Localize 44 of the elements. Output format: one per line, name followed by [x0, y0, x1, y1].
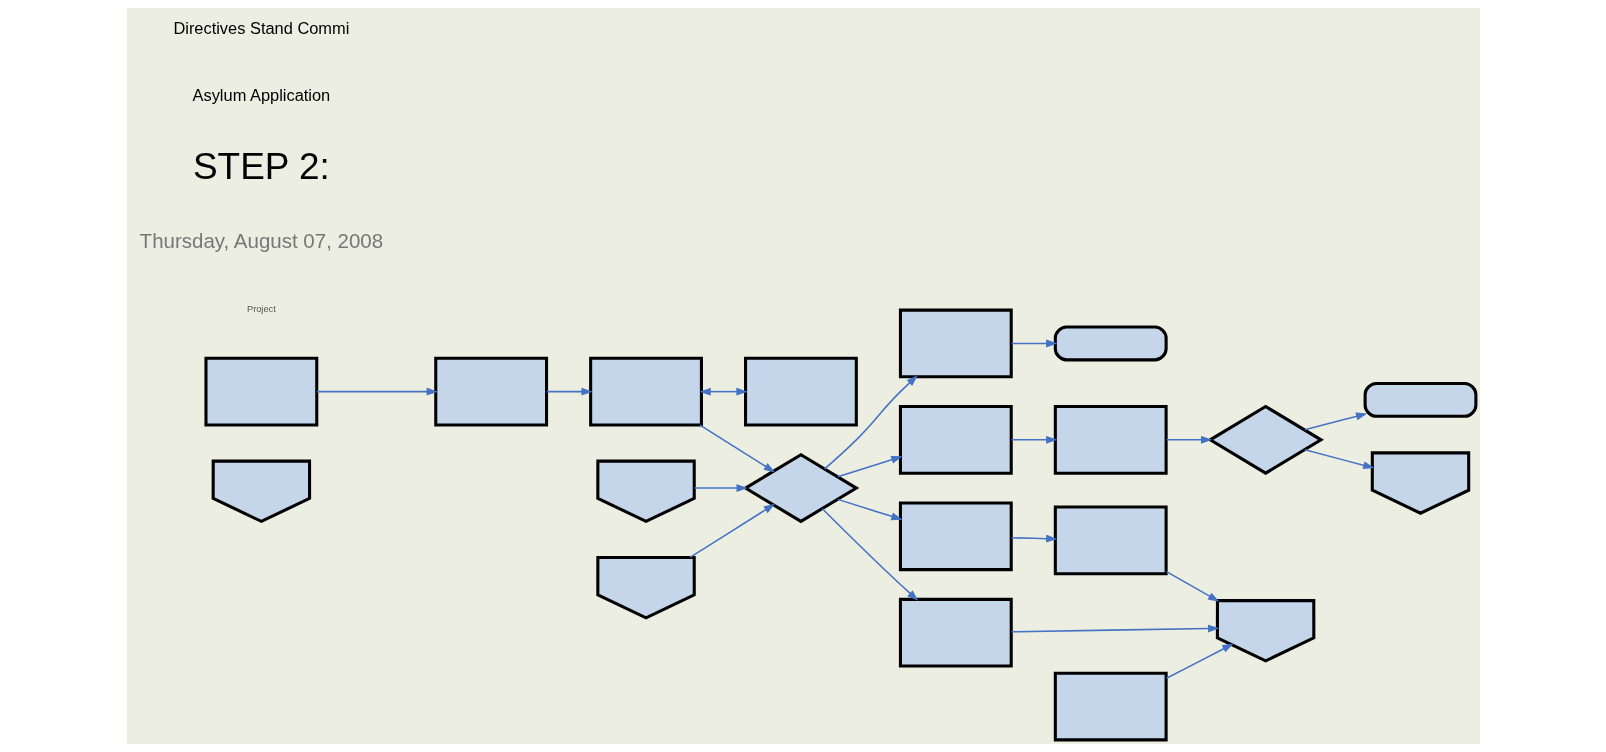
arrow — [836, 498, 903, 521]
node-box — [203, 356, 318, 427]
node-box — [898, 308, 1013, 379]
arrow — [823, 375, 918, 470]
label: STEP 2: — [192, 146, 330, 188]
node-box — [1053, 671, 1168, 742]
node-box — [898, 404, 1013, 475]
arrow — [1010, 435, 1057, 444]
arrow — [1165, 435, 1212, 444]
arrow — [1165, 643, 1234, 680]
node-pentagon — [1215, 599, 1315, 663]
label: Project — [246, 303, 276, 314]
node-box — [898, 597, 1013, 668]
node-box — [588, 356, 703, 427]
arrow — [699, 387, 748, 396]
arrow — [1165, 570, 1219, 602]
label: Directives Stand Commi — [172, 19, 349, 38]
node-box — [1053, 404, 1168, 475]
node-oval — [1053, 325, 1168, 362]
arrow — [836, 455, 903, 478]
label: Asylum Application — [192, 86, 330, 105]
arrow — [1010, 534, 1057, 543]
node-pentagon — [595, 459, 696, 524]
arrow — [693, 484, 748, 493]
node-box — [898, 501, 1013, 572]
arrow — [698, 424, 775, 473]
node-box — [743, 356, 858, 427]
arrow — [545, 387, 593, 396]
arrow — [1303, 449, 1374, 470]
arrow — [1010, 339, 1057, 348]
node-diamond — [742, 452, 859, 524]
label: Thursday, August 07, 2008 — [139, 229, 383, 253]
arrow — [688, 503, 775, 559]
arrow — [1303, 412, 1367, 431]
node-diamond — [1206, 404, 1324, 475]
node-oval — [1363, 381, 1477, 418]
node-pentagon — [211, 459, 311, 524]
arrow — [821, 507, 918, 601]
node-pentagon — [1370, 451, 1470, 515]
arrow — [1010, 624, 1219, 633]
node-box — [1053, 505, 1168, 576]
node-box — [433, 356, 548, 427]
arrow — [315, 387, 438, 396]
node-pentagon — [595, 556, 696, 620]
